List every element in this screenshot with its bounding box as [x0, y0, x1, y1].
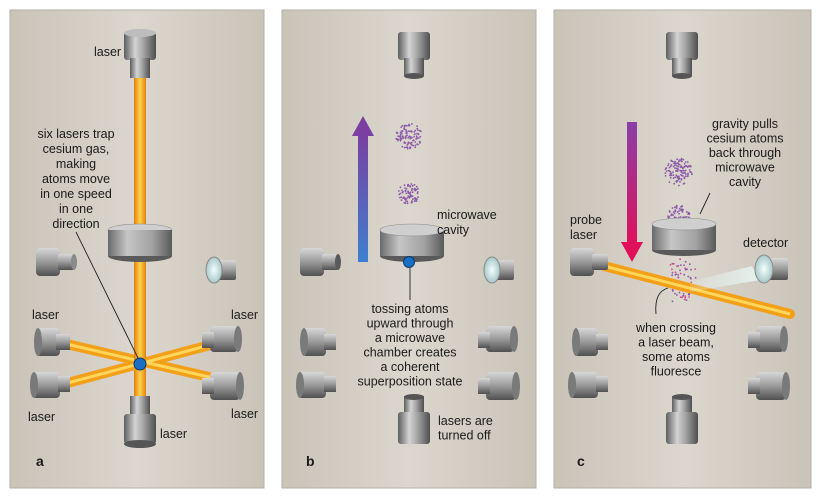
label-line: a coherent [380, 360, 440, 374]
panel-letter-b: b [306, 453, 315, 469]
detector-mirror-a [205, 256, 236, 284]
laser-lower-left-2 [30, 372, 70, 398]
callout-line-a [75, 231, 139, 359]
microwave-cavity-c [651, 217, 717, 256]
laser-c-ll1 [572, 328, 608, 356]
label-line: in one [59, 202, 93, 216]
laser-b-lr1 [478, 326, 518, 352]
upward-arrow [352, 116, 374, 262]
label-line: chamber creates [363, 346, 456, 360]
atom-clouds-rising [395, 123, 422, 205]
laser-c-lr2 [748, 372, 790, 400]
label-laser-ul: laser [32, 308, 59, 322]
probe-laser [570, 248, 608, 276]
laser-b-ll2 [296, 372, 336, 398]
callout-line-gravity [699, 192, 711, 215]
fluorescence-light [690, 266, 760, 292]
label-line: making [56, 157, 96, 171]
label-line: gravity pulls [712, 117, 778, 131]
label-line: tossing atoms [371, 302, 448, 316]
atom-clouds-falling [664, 157, 697, 303]
label-line: lasers are [438, 414, 493, 428]
label-laser-ur: laser [231, 308, 258, 322]
label-line: in one speed [40, 187, 112, 201]
laser-lower-right-1 [202, 326, 242, 352]
label-line: laser [570, 228, 597, 242]
laser-c-lr1 [748, 326, 788, 352]
top-laser-c [666, 32, 698, 79]
label-line: turned off [438, 429, 491, 443]
laser-c-ll2 [568, 372, 608, 398]
microwave-cavity-b [379, 223, 445, 262]
atom-cloud-trapped [133, 357, 147, 371]
mirror-b [483, 256, 514, 284]
top-laser [124, 29, 156, 78]
callout-line-fluoresce [655, 287, 669, 315]
label-line: back through [709, 146, 781, 160]
label-line: microwave [715, 161, 775, 175]
label-laser-lr: laser [231, 407, 258, 421]
label-line: a laser beam, [638, 336, 714, 350]
label-line: upward through [367, 317, 454, 331]
label-line: cesium atoms [706, 132, 783, 146]
laser-mid-left [36, 248, 77, 276]
laser-lower-left-1 [34, 328, 70, 356]
panel-letter-c: c [577, 453, 585, 469]
detector [754, 254, 788, 284]
label-line: cavity [437, 223, 470, 237]
label-line: cavity [729, 175, 762, 189]
bottom-laser [124, 396, 156, 448]
label-line: atoms move [42, 172, 110, 186]
label-line: direction [52, 217, 99, 231]
label-laser-ll: laser [28, 410, 55, 424]
laser-b-ml [300, 248, 341, 276]
top-laser-off [398, 32, 430, 79]
label-line: superposition state [358, 375, 463, 389]
laser-b-ll1 [300, 328, 336, 356]
label-line: a microwave [375, 331, 445, 345]
label-line: probe [570, 213, 602, 227]
label-laser-bottom: laser [160, 427, 187, 441]
atom-ball [403, 256, 415, 268]
label-line: cesium gas, [43, 142, 110, 156]
microwave-cavity [107, 223, 173, 262]
laser-lower-right-2 [202, 372, 244, 400]
label-line: when crossing [635, 321, 716, 335]
laser-b-lr2 [478, 372, 520, 400]
label-line: six lasers trap [37, 127, 114, 141]
bottom-laser-c [666, 394, 698, 444]
label-line: fluoresce [651, 365, 702, 379]
label-line: microwave [437, 208, 497, 222]
downward-arrow [621, 122, 643, 262]
label-detector: detector [743, 236, 788, 250]
panel-letter-a: a [36, 453, 44, 469]
label-line: some atoms [642, 350, 710, 364]
bottom-laser-b [398, 394, 430, 444]
label-laser-top: laser [94, 45, 121, 59]
